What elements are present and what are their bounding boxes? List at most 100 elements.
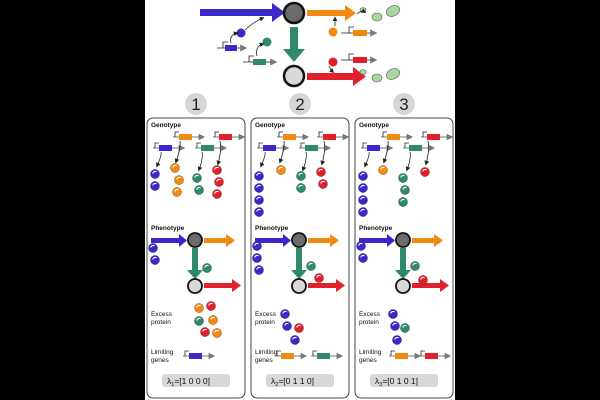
genotype-protein-green: [296, 171, 306, 181]
genotype-protein-blue: [150, 181, 160, 191]
panel-number-badge-3: 3: [393, 93, 415, 115]
pathway-upper-node: [395, 232, 411, 248]
overview-protein-green: [262, 37, 272, 47]
pathway-green-arrow: [192, 248, 198, 270]
bacteria-icons-top: [356, 5, 400, 22]
blue-flux-arrow: [200, 3, 285, 22]
gene-red: [213, 131, 246, 141]
gene-green: [195, 142, 228, 152]
phenotype-protein-green: [410, 261, 420, 271]
excess-protein-red: [206, 301, 216, 311]
overview-protein-red: [328, 57, 338, 67]
genotype-protein-orange: [378, 165, 388, 175]
genotype-protein-green: [192, 173, 202, 183]
phenotype-protein-blue: [356, 241, 366, 251]
phenotype-pathway: [359, 232, 449, 294]
lambda-subscript: 2: [275, 382, 278, 388]
limiting-label-line2: genes: [151, 357, 169, 364]
limiting-gene-orange: [389, 350, 422, 360]
gene-green: [403, 142, 436, 152]
diagram-canvas: 1 2 3 GenotypePhenotypeExcessproteinLimi…: [146, 1, 454, 399]
panels-layer: GenotypePhenotypeExcessproteinLimitingge…: [146, 117, 454, 399]
limiting-label-line2: genes: [359, 357, 377, 364]
pathway-blue-arrow: [151, 238, 179, 243]
phenotype-protein-blue: [148, 243, 158, 253]
orange-flux-arrow: [307, 5, 356, 21]
pathway-red-arrow: [308, 283, 336, 288]
excess-protein-red: [294, 323, 304, 333]
production-arrow: [405, 151, 411, 172]
limiting-gene-orange: [275, 350, 308, 360]
excess-protein-orange: [208, 315, 218, 325]
lambda-symbol: λ: [271, 376, 276, 386]
genotype-label: Genotype: [151, 122, 181, 129]
gene-green: [299, 142, 332, 152]
phenotype-protein-blue: [254, 265, 264, 275]
excess-protein-blue: [392, 335, 402, 345]
lambda-vector: λ2=[0 1 1 0]: [271, 376, 314, 388]
production-arrow: [382, 140, 389, 164]
lambda-value: =[0 1 1 0]: [278, 376, 314, 386]
lambda-box: λ1=[1 0 0 0]: [162, 374, 230, 388]
phenotype-protein-blue: [150, 255, 160, 265]
excess-protein-blue: [280, 309, 290, 319]
genotype-protein-green: [194, 185, 204, 195]
genotype-protein-orange: [174, 175, 184, 185]
phenotype-label: Phenotype: [151, 225, 185, 232]
genotype-protein-green: [398, 197, 408, 207]
production-arrow: [320, 140, 326, 166]
overview-gene-red: [341, 53, 378, 64]
phenotype-protein-red: [314, 273, 324, 283]
limiting-label-line1: Limiting: [255, 349, 278, 356]
lambda-vector: λ3=[0 1 0 1]: [375, 376, 418, 388]
pathway-orange-arrow: [308, 238, 330, 243]
genotype-protein-blue: [358, 195, 368, 205]
production-arrow: [197, 151, 203, 172]
genotype-protein-blue: [150, 169, 160, 179]
pathway-lower-node: [395, 278, 411, 294]
genotype-protein-red: [420, 167, 430, 177]
phenotype-protein-green: [202, 263, 212, 273]
genotype-protein-blue: [254, 207, 264, 217]
genotype-label: Genotype: [359, 122, 389, 129]
excess-protein-blue: [388, 309, 398, 319]
pathway-upper-node: [187, 232, 203, 248]
genotype-protein-red: [318, 179, 328, 189]
panel-number-badge-1: 1: [185, 93, 207, 115]
genotype-protein-red: [212, 165, 222, 175]
excess-protein-green: [400, 323, 410, 333]
gene-red: [317, 131, 350, 141]
panel-number-1: 1: [191, 95, 200, 114]
phenotype-protein-blue: [252, 253, 262, 263]
panel-number-badge-2: 2: [289, 93, 311, 115]
limiting-gene-green: [311, 350, 344, 360]
limiting-gene-blue: [183, 350, 216, 360]
red-flux-arrow: [307, 67, 366, 86]
excess-label-line2: protein: [359, 319, 379, 326]
genotype-protein-green: [296, 183, 306, 193]
gene-orange: [277, 131, 310, 141]
excess-protein-orange: [194, 303, 204, 313]
phenotype-pathway: [151, 232, 241, 294]
excess-protein-red: [200, 327, 210, 337]
genotype-protein-orange: [276, 165, 286, 175]
gene-orange: [173, 131, 206, 141]
lambda-value: =[1 0 0 0]: [174, 376, 210, 386]
excess-label-line2: protein: [255, 319, 275, 326]
phenotype-protein-blue: [358, 253, 368, 263]
limiting-label-line2: genes: [255, 357, 273, 364]
gene-blue: [257, 142, 290, 152]
lambda-subscript: 3: [379, 382, 382, 388]
upper-node: [282, 1, 306, 25]
lambda-value: =[0 1 0 1]: [382, 376, 418, 386]
excess-label-line1: Excess: [359, 311, 381, 318]
pathway-red-arrow: [412, 283, 440, 288]
excess-label-line2: protein: [151, 319, 171, 326]
lambda-symbol: λ: [167, 376, 172, 386]
phenotype-protein-red: [418, 275, 428, 285]
production-arrow: [260, 151, 266, 168]
panel-1: GenotypePhenotypeExcessproteinLimitingge…: [146, 117, 246, 399]
genotype-protein-orange: [170, 163, 180, 173]
overview-protein-orange: [328, 27, 338, 37]
